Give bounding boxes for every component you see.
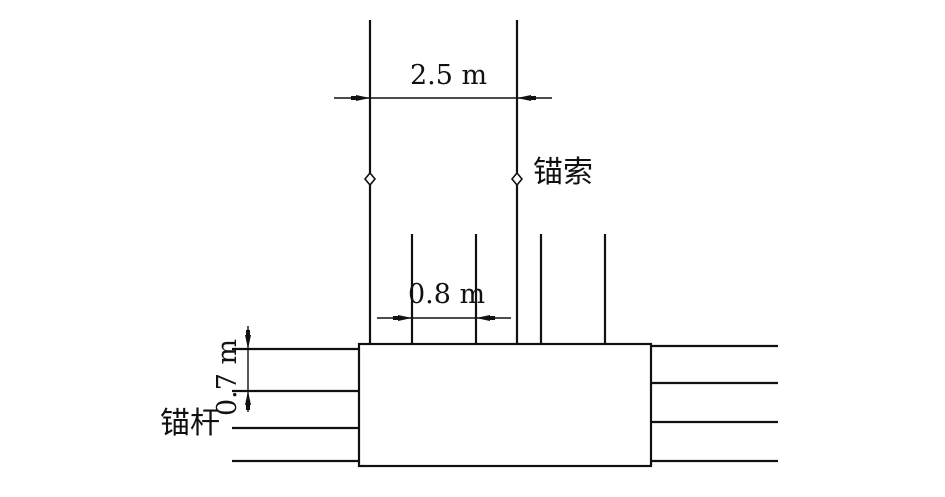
cable-marker-right xyxy=(510,171,524,187)
bolt-row-spacing-label: 0.7 m xyxy=(212,338,243,416)
anchor-cable-label: 锚索 xyxy=(533,155,593,190)
bolt-spacing-dimension xyxy=(377,315,511,321)
cable-spacing-dimension xyxy=(334,95,552,101)
cable-spacing-label: 2.5 m xyxy=(410,60,488,91)
roadway-section xyxy=(357,342,653,468)
bolt-spacing-label: 0.8 m xyxy=(408,279,486,310)
bolt-row-spacing-dimension xyxy=(245,326,251,412)
anchor-bolt-label: 锚杆 xyxy=(160,406,220,441)
cable-marker-left xyxy=(363,171,377,187)
